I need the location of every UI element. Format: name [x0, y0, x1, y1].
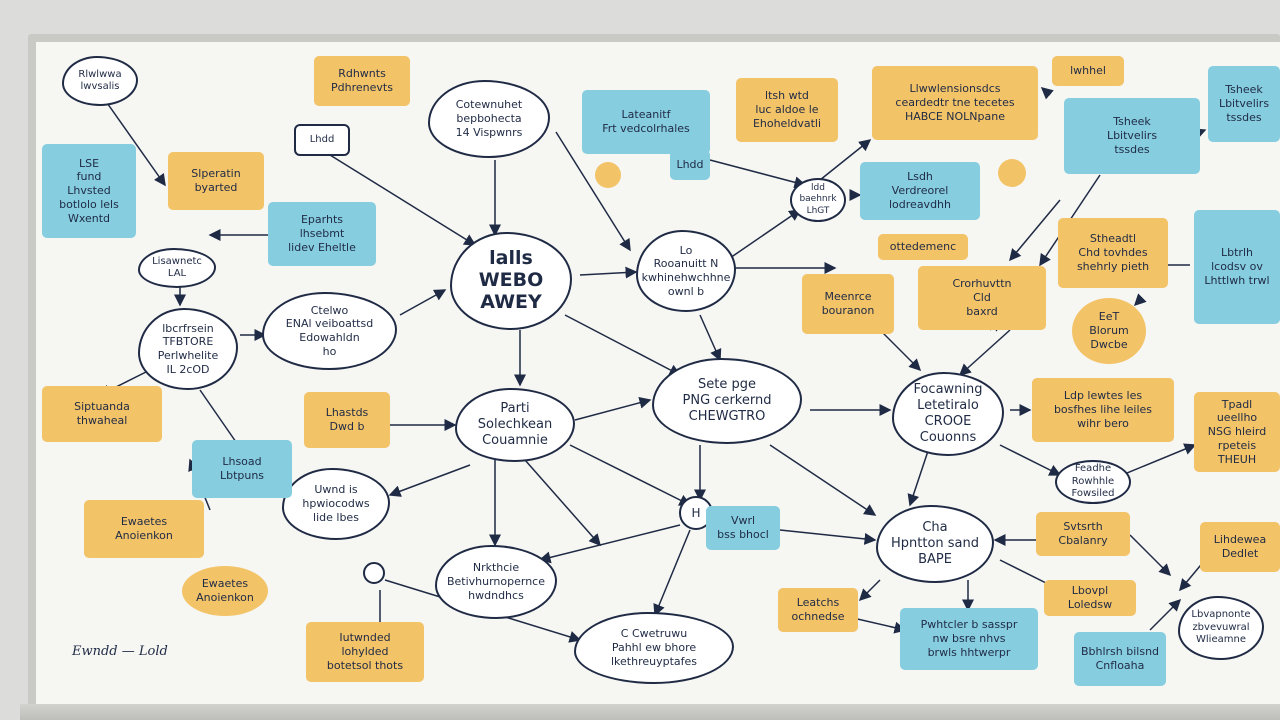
- sticky-note-yellow[interactable]: Crorhuvttn Cld baxrd: [918, 266, 1046, 330]
- sticky-note-yellow[interactable]: Ewaetes Anoienkon: [84, 500, 204, 558]
- sticky-note-yellow[interactable]: EeT Blorum Dwcbe: [1072, 298, 1146, 364]
- left-top-bubble[interactable]: Lisawnetc LAL: [138, 248, 216, 288]
- label-bubble[interactable]: Lhdd: [294, 124, 350, 156]
- connector: [388, 464, 471, 497]
- connector: [569, 444, 692, 506]
- sticky-note-yellow[interactable]: Lbovpl Loledsw: [1044, 580, 1136, 616]
- bottom-topic-bubble[interactable]: C Cwetruwu Pahhl ew bhore lkethreuyptafe…: [574, 612, 734, 684]
- connector: [999, 444, 1062, 476]
- sticky-note-blue[interactable]: Tsheek Lbitvelirs tssdes: [1064, 98, 1200, 174]
- small-dot-node: [998, 159, 1026, 187]
- connector: [1009, 199, 1061, 262]
- connector: [1133, 293, 1147, 307]
- far-right-bottom-bubble[interactable]: Lbvapnonte zbvevuwral Wlieamne: [1178, 596, 1264, 660]
- sticky-note-yellow[interactable]: Lihdewea Dedlet: [1200, 522, 1280, 572]
- marker-tray: [20, 704, 1280, 720]
- connector: [709, 159, 807, 189]
- sticky-note-yellow[interactable]: Ewaetes Anoienkon: [182, 566, 268, 616]
- sticky-note-yellow[interactable]: Lhastds Dwd b: [304, 392, 390, 448]
- connector: [958, 329, 1011, 377]
- handwritten-scribble: Ewndd — Lold: [72, 644, 168, 659]
- sticky-note-yellow[interactable]: Svtsrth Cbalanry: [1036, 512, 1130, 556]
- sticky-note-yellow[interactable]: ltsh wtd luc aldoe le Ehoheldvatli: [736, 78, 838, 142]
- sticky-note-yellow[interactable]: Slperatin byarted: [168, 152, 264, 210]
- connector: [769, 444, 877, 516]
- main-topic-bubble[interactable]: lalls WEBO AWEY: [450, 232, 572, 330]
- sticky-note-blue[interactable]: Lhsoad Lbtpuns: [192, 440, 292, 498]
- left-hub-bubble[interactable]: lbcrfrsein TFBTORE Perlwhelite IL 2cOD: [138, 308, 238, 390]
- connector: [699, 314, 722, 362]
- sticky-note-blue[interactable]: Pwhtcler b sasspr nw bsre nhvs brwls hht…: [900, 608, 1038, 670]
- sticky-note-blue[interactable]: Tsheek Lbitvelirs tssdes: [1208, 66, 1280, 142]
- sticky-note-blue[interactable]: Eparhts lhsebmt lidev Eheltle: [268, 202, 376, 266]
- connector: [329, 154, 477, 246]
- sticky-note-yellow[interactable]: Iutwnded lohylded botetsol thots: [306, 622, 424, 682]
- sticky-note-yellow[interactable]: Stheadtl Chd tovhdes shehrly pieth: [1058, 218, 1168, 288]
- connector: [538, 524, 681, 564]
- sticky-note-yellow[interactable]: Meenrce bouranon: [802, 274, 894, 334]
- connector: [729, 209, 802, 259]
- sticky-note-yellow[interactable]: ottedemenc: [878, 234, 968, 260]
- connector: [564, 314, 682, 376]
- left-topic-bubble[interactable]: Ctelwo ENAl veiboattsd Edowahldn ho: [262, 292, 397, 370]
- upper-center-bubble[interactable]: Lo Rooanuitt N kwhinehwchhne ownl b: [636, 230, 736, 312]
- mid-left-topic-bubble[interactable]: Parti Solechkean Couamnie: [455, 388, 575, 462]
- connector: [1149, 598, 1182, 631]
- sticky-note-yellow[interactable]: lwhhel: [1052, 56, 1124, 86]
- sticky-note-yellow[interactable]: Leatchs ochnedse: [778, 588, 858, 632]
- sticky-note-yellow[interactable]: Ldp lewtes les bosfhes lihe leiles wihr …: [1032, 378, 1174, 442]
- small-topic-bubble[interactable]: ldd baehnrk LhGT: [790, 178, 846, 222]
- connector: [858, 579, 881, 602]
- bottom-mid-topic-bubble[interactable]: Nrkthcie Betivhurnopernce hwdndhcs: [435, 545, 557, 619]
- right-cloud-bubble[interactable]: Feadhe Rowhhle Fowsiled: [1055, 460, 1131, 504]
- sticky-note-yellow[interactable]: Llwwlensionsdcs ceardedtr tne tecetes HA…: [872, 66, 1038, 140]
- connector: [1129, 534, 1172, 577]
- top-topic-bubble[interactable]: Cotewnuhet bepbohecta 14 Vispwnrs: [428, 80, 550, 158]
- small-ring-node: [363, 562, 385, 584]
- sticky-note-blue[interactable]: Lbtrlh lcodsv ov Lhttlwh trwl: [1194, 210, 1280, 324]
- sticky-note-yellow[interactable]: Rdhwnts Pdhrenevts: [314, 56, 410, 106]
- sticky-note-blue[interactable]: Bbhlrsh bilsnd Cnfloaha: [1074, 632, 1166, 686]
- small-dot-node: [595, 162, 621, 188]
- corner-topic-bubble[interactable]: Rlwlwwa lwvsalis: [62, 56, 138, 106]
- right-lower-topic-bubble[interactable]: Cha Hpntton sand BAPE: [876, 505, 994, 583]
- sticky-note-blue[interactable]: Lateanitf Frt vedcolrhales: [582, 90, 710, 154]
- connector: [1040, 87, 1054, 100]
- sticky-note-blue[interactable]: LSE fund Lhvsted botlolo lels Wxentd: [42, 144, 136, 238]
- sticky-note-blue[interactable]: Vwrl bss bhocl: [706, 506, 780, 550]
- connector: [653, 529, 691, 617]
- sticky-note-blue[interactable]: Lsdh Verdreorel lodreavdhh: [860, 162, 980, 220]
- connector: [779, 529, 877, 545]
- connector: [579, 266, 638, 279]
- right-topic-bubble[interactable]: Focawning Letetiralo CROOE Couonns: [892, 372, 1004, 456]
- connector: [574, 396, 652, 421]
- sticky-note-blue[interactable]: Lhdd: [670, 150, 710, 180]
- connector: [524, 459, 601, 547]
- lower-left-topic-bubble[interactable]: Uwnd is hpwiocodws lide lbes: [282, 468, 390, 540]
- connector: [104, 99, 166, 187]
- connector: [555, 131, 631, 252]
- connector: [819, 139, 872, 181]
- sticky-note-yellow[interactable]: Siptuanda thwaheal: [42, 386, 162, 442]
- center-topic-bubble[interactable]: Sete pge PNG cerkernd CHEWGTRO: [652, 358, 802, 444]
- connector: [399, 289, 447, 316]
- sticky-note-yellow[interactable]: Tpadl ueellho NSG hleird rpeteis THEUH: [1194, 392, 1280, 472]
